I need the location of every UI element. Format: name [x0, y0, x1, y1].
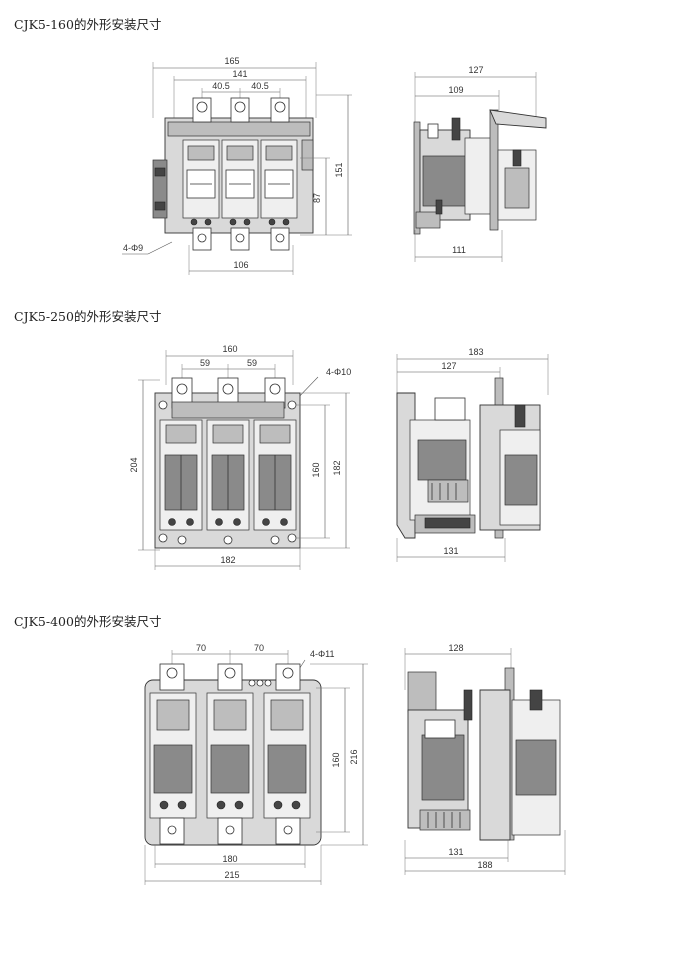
dim-70-right: 70 [254, 643, 264, 653]
dim-141: 141 [232, 69, 247, 79]
dim-151: 151 [334, 162, 344, 177]
dim-59-left: 59 [200, 358, 210, 368]
dim-111: 111 [452, 245, 466, 255]
dim-106: 106 [233, 260, 248, 270]
side-view-160: 127 109 111 [413, 65, 547, 262]
front-view-400: 70 70 4-Φ11 [144, 643, 368, 885]
section-title-160: CJK5-160的外形安装尺寸 [14, 17, 162, 32]
dim-40-5-right: 40.5 [251, 81, 269, 91]
dim-131-side250: 131 [443, 546, 458, 556]
dim-87: 87 [312, 193, 322, 203]
holes-160: 4-Φ9 [123, 243, 143, 253]
dim-216: 216 [349, 749, 359, 764]
dim-109: 109 [448, 85, 463, 95]
dim-182-right: 182 [332, 460, 342, 475]
section-title-250: CJK5-250的外形安装尺寸 [14, 309, 162, 324]
front-view-160: 165 141 40.5 40.5 [122, 56, 352, 275]
drawing-cjk5-250: 160 59 59 4-Φ10 [129, 344, 549, 570]
dim-160-top: 160 [222, 344, 237, 354]
dim-165: 165 [224, 56, 239, 66]
front-view-250: 160 59 59 4-Φ10 [129, 344, 351, 570]
dim-59-right: 59 [247, 358, 257, 368]
dim-180: 180 [222, 854, 237, 864]
dim-131-side400: 131 [448, 847, 463, 857]
dim-183: 183 [468, 347, 483, 357]
holes-250: 4-Φ10 [326, 367, 351, 377]
dim-188: 188 [477, 860, 492, 870]
dim-40-5-left: 40.5 [212, 81, 230, 91]
dim-215: 215 [224, 870, 239, 880]
dim-182-bottom: 182 [220, 555, 235, 565]
dim-127: 127 [468, 65, 483, 75]
side-view-400: 128 131 188 [404, 643, 566, 875]
dim-70-left: 70 [196, 643, 206, 653]
drawing-cjk5-160: 165 141 40.5 40.5 [122, 56, 547, 275]
dim-204: 204 [129, 457, 139, 472]
holes-400: 4-Φ11 [310, 649, 335, 659]
dim-128: 128 [448, 643, 463, 653]
section-title-400: CJK5-400的外形安装尺寸 [14, 614, 162, 629]
dim-160-right: 160 [311, 462, 321, 477]
dim-160-400: 160 [331, 752, 341, 767]
side-view-250: 183 127 131 [396, 347, 549, 562]
dim-127-side: 127 [441, 361, 456, 371]
